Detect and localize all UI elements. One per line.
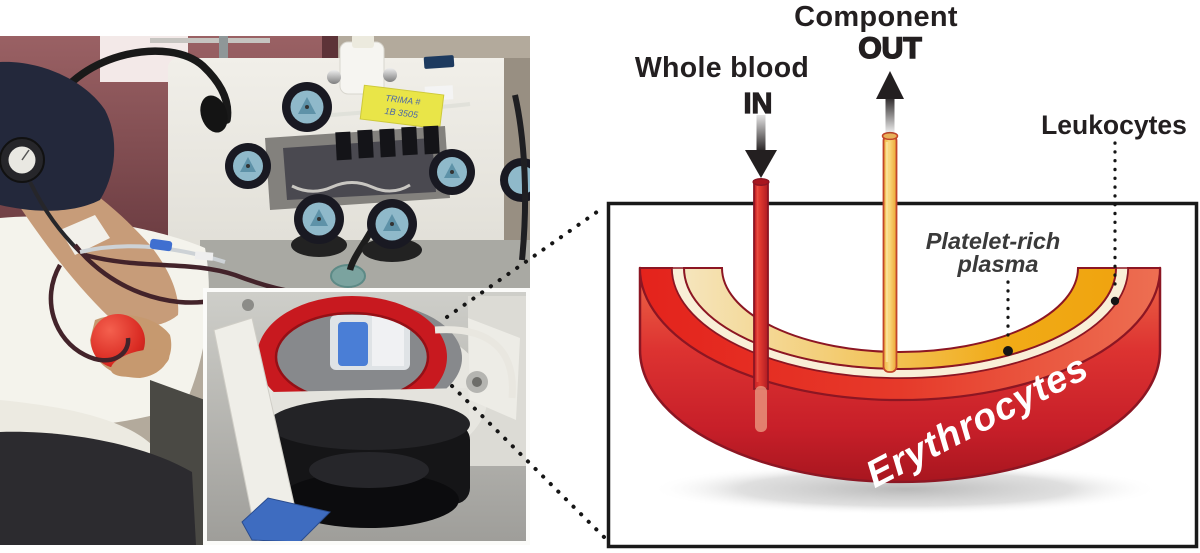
pump xyxy=(291,194,347,257)
plasma-pointer xyxy=(1003,280,1013,356)
leukocytes-pointer xyxy=(1110,141,1120,306)
whole-blood-in-arrow-icon xyxy=(745,115,777,178)
saline-bottle xyxy=(339,41,385,95)
pump xyxy=(282,82,332,132)
pressure-cable xyxy=(48,47,232,124)
pump xyxy=(429,149,475,195)
machine-label-line1: TRIMA # xyxy=(385,93,422,107)
blue-lever xyxy=(241,497,331,543)
centrifuge-inset-photo xyxy=(203,288,530,545)
label-out: OUT xyxy=(858,32,921,65)
pump xyxy=(362,199,422,262)
support-arm xyxy=(468,318,520,420)
apheresis-photo: TRIMA # 1B 3505 xyxy=(0,36,530,545)
label-in: IN xyxy=(744,88,773,120)
plasma-band xyxy=(682,267,1118,370)
label-whole-blood: Whole blood xyxy=(635,52,809,84)
inset-border xyxy=(203,288,530,545)
component-out-arrow-icon xyxy=(876,71,904,134)
separation-diagram: Whole blood IN Component OUT Leukocytes … xyxy=(606,1,1199,549)
pump xyxy=(225,143,271,189)
component-out-tube xyxy=(881,131,899,373)
machine-label: TRIMA # 1B 3505 xyxy=(359,84,445,130)
roller xyxy=(327,70,341,84)
whole-blood-tube xyxy=(752,178,770,432)
label-component: Component xyxy=(794,1,958,33)
centrifuge-grommet xyxy=(330,264,366,288)
crescent-shadow xyxy=(650,463,1160,515)
label-leukocytes: Leukocytes xyxy=(1041,110,1187,140)
label-plasma: plasma xyxy=(957,251,1039,277)
patient-lap xyxy=(0,431,196,545)
callout-connector-lines xyxy=(445,205,606,539)
label-platelet-rich: Platelet-rich xyxy=(926,228,1061,254)
pressure-bulb xyxy=(200,95,228,133)
tube-clamp xyxy=(149,238,173,252)
peristaltic-pumps xyxy=(225,82,530,262)
roller xyxy=(383,68,397,82)
tubing-cassette xyxy=(265,125,450,210)
machine-label-line2: 1B 3505 xyxy=(384,106,419,120)
